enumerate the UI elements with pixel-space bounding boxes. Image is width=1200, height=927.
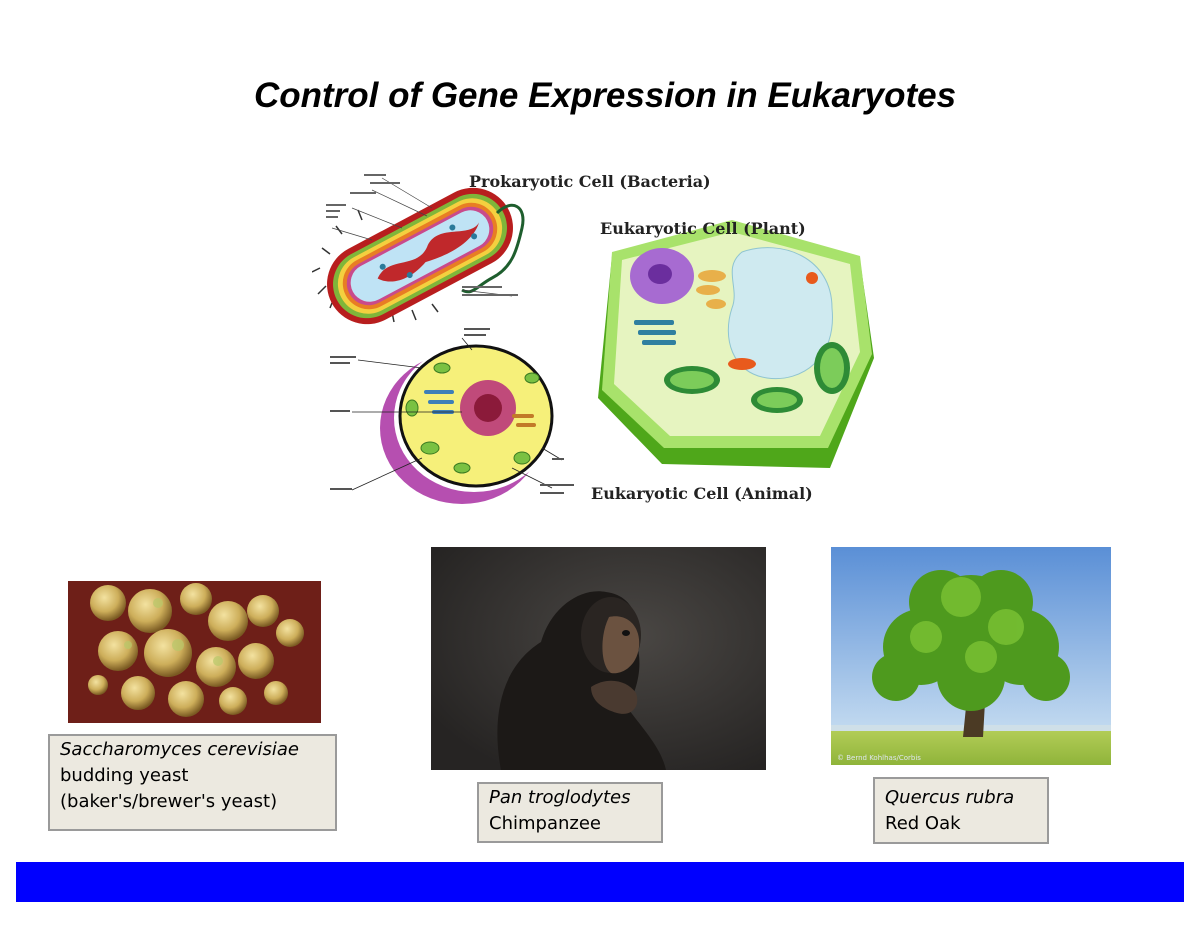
animal-cell-label: Eukaryotic Cell (Animal) — [591, 484, 813, 503]
prokaryotic-cell-drawing — [311, 174, 525, 325]
yeast-scientific-name: Saccharomyces cerevisiae — [60, 739, 299, 760]
cell-diagrams-svg — [311, 174, 874, 504]
yeast-photo — [68, 581, 321, 723]
animal-cell-drawing — [330, 328, 574, 504]
yeast-common-name: budding yeast — [60, 765, 189, 786]
plant-cell-drawing — [598, 220, 874, 468]
red-oak-caption: Quercus rubra Red Oak — [873, 777, 1049, 844]
yeast-cells-svg — [68, 581, 321, 723]
slide-title: Control of Gene Expression in Eukaryotes — [253, 76, 957, 115]
photo-credit-watermark: © Bernd Kohlhas/Corbis — [837, 754, 921, 762]
plant-cell-label: Eukaryotic Cell (Plant) — [600, 219, 806, 238]
prokaryotic-cell-label: Prokaryotic Cell (Bacteria) — [469, 172, 711, 191]
red-oak-scientific-name: Quercus rubra — [885, 787, 1015, 808]
cell-diagrams-figure: Prokaryotic Cell (Bacteria) Eukaryotic C… — [311, 168, 878, 513]
chimpanzee-photo — [431, 547, 766, 770]
red-oak-common-name: Red Oak — [885, 813, 961, 834]
yeast-extra-name: (baker's/brewer's yeast) — [60, 791, 278, 812]
yeast-caption: Saccharomyces cerevisiae budding yeast (… — [48, 734, 337, 831]
chimpanzee-caption: Pan troglodytes Chimpanzee — [477, 782, 663, 843]
chimpanzee-scientific-name: Pan troglodytes — [489, 787, 631, 808]
chimpanzee-svg — [431, 547, 766, 770]
chimpanzee-common-name: Chimpanzee — [489, 813, 601, 834]
bottom-accent-bar — [16, 862, 1184, 902]
red-oak-svg — [831, 547, 1111, 765]
red-oak-photo: © Bernd Kohlhas/Corbis — [831, 547, 1111, 765]
